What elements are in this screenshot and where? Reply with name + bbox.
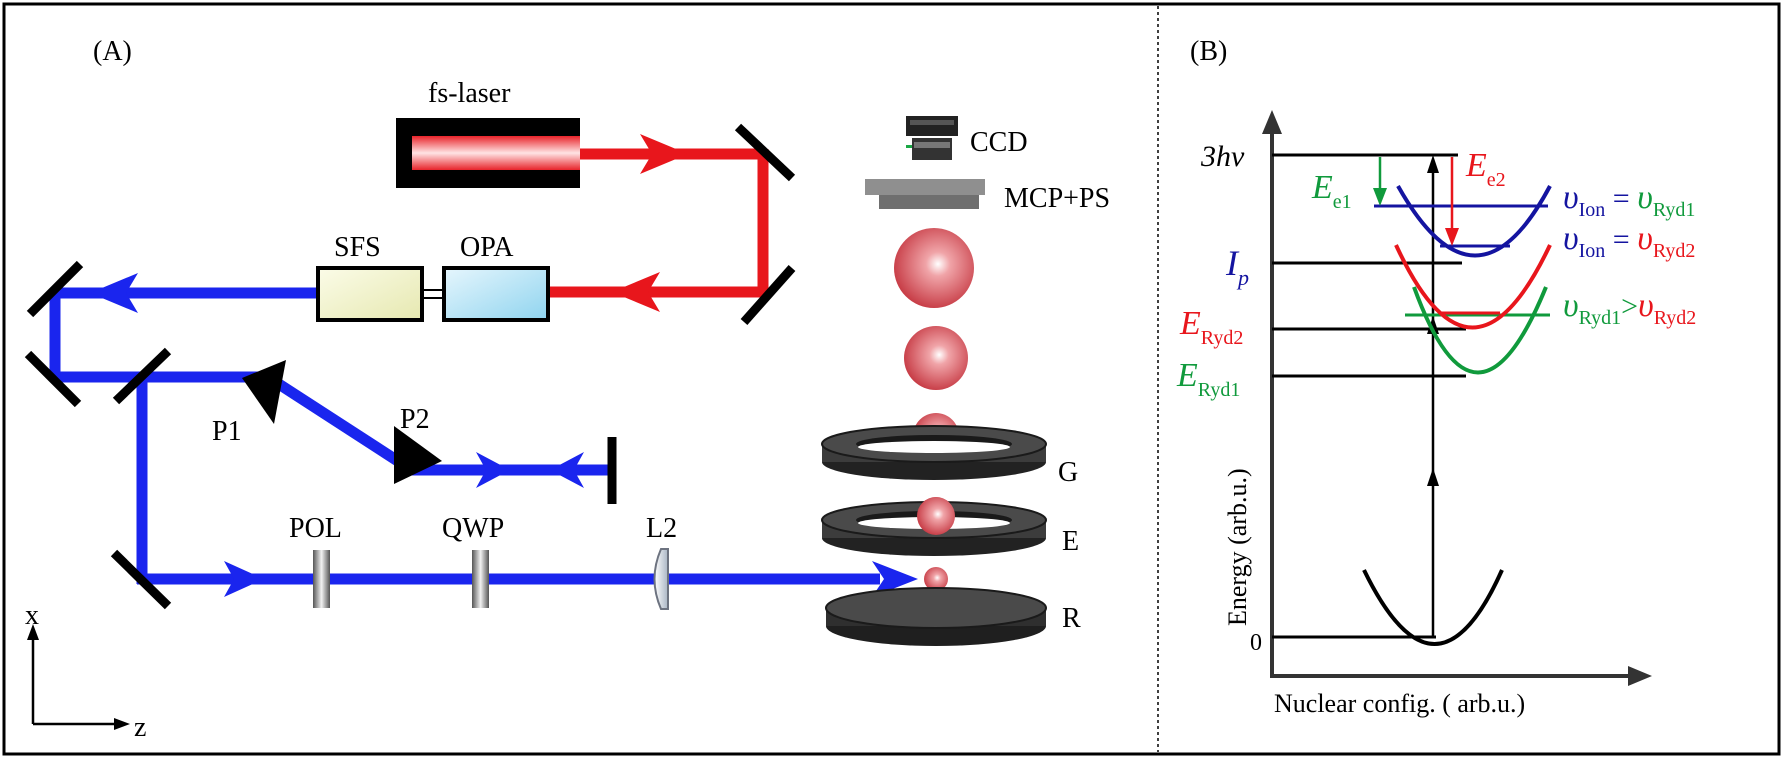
panel-a-label: (A) (93, 36, 132, 67)
blue-beam (49, 273, 918, 597)
eryd2-symbol: E (1179, 305, 1201, 342)
qwp-plate (472, 550, 489, 608)
energy-axis-label: Energy (arb.u.) (1223, 468, 1252, 626)
prism-p2-label: P2 (400, 404, 430, 435)
rel1-sub1: Ion (1579, 199, 1606, 221)
relation-ryd1-ryd2: υRyd1>υRyd2 (1563, 287, 1696, 329)
label-ee2: Ee2 (1465, 147, 1506, 191)
electrode-r: R (825, 587, 1081, 646)
rel1-op: = (1605, 182, 1637, 215)
mcp-label: MCP+PS (1004, 183, 1110, 214)
sfs-label: SFS (334, 232, 381, 263)
ccd-label: CCD (970, 127, 1028, 158)
eryd1-symbol: E (1176, 357, 1198, 394)
electrode-g-label: G (1058, 457, 1078, 488)
ryd1-potential-curve (1412, 286, 1548, 375)
label-ip: Ip (1225, 243, 1249, 290)
rel1-v: υ (1563, 179, 1579, 216)
rel2-sub2: Ryd2 (1653, 240, 1696, 262)
pol-label: POL (289, 513, 342, 544)
eryd1-subscript: Ryd1 (1198, 379, 1241, 401)
ee1-symbol: E (1311, 169, 1333, 206)
mirror-top-left (26, 260, 84, 318)
blue-arrow-left-top (90, 273, 138, 313)
rel3-v: υ (1563, 287, 1579, 324)
sphere-1-redo (917, 497, 955, 535)
coordinate-axes: x z (25, 600, 146, 743)
sfs-box: SFS (316, 232, 424, 322)
ee1-subscript: e1 (1333, 191, 1352, 213)
blue-arrow-p2-right (476, 452, 510, 488)
zero-label: 0 (1250, 630, 1262, 656)
rel3-op: > (1621, 290, 1638, 323)
electrode-g: G (821, 425, 1078, 488)
rel2-sub1: Ion (1579, 240, 1606, 262)
relation-ion-ryd2: υIon = υRyd2 (1563, 220, 1695, 262)
ip-symbol: I (1225, 243, 1240, 283)
relation-ion-ryd1: υIon = υRyd1 (1563, 179, 1695, 221)
pol-plate (313, 550, 330, 608)
electrode-r-label: R (1062, 603, 1081, 634)
label-ee1: Ee1 (1311, 169, 1352, 213)
lens-l2 (653, 548, 669, 610)
eryd2-subscript: Ryd2 (1201, 327, 1244, 349)
red-arrow-right (640, 134, 688, 174)
blue-arrow-p2-back (550, 452, 584, 488)
panel-b: (B) Energy (arb.u.) Nuclear config. ( ar… (1176, 36, 1696, 718)
axis-z-label: z (134, 712, 146, 743)
electrode-e-label: E (1062, 526, 1079, 557)
rel2-op: = (1605, 223, 1637, 256)
axis-x-label: x (25, 600, 39, 631)
qwp-label: QWP (442, 513, 504, 544)
opa-label: OPA (460, 232, 514, 263)
fs-laser: fs-laser (396, 78, 580, 188)
ee2-symbol: E (1465, 147, 1487, 184)
rel1-sub2: Ryd1 (1653, 199, 1696, 221)
mirror-mid-right (740, 265, 796, 325)
blue-arrow-bottom (224, 561, 264, 597)
rel3-v2: υ (1638, 287, 1654, 324)
prism-p2 (394, 426, 442, 484)
beam-splitter (112, 347, 172, 405)
label-eryd1: ERyd1 (1176, 357, 1240, 401)
rel2-v2: υ (1637, 220, 1653, 257)
config-axis-label: Nuclear config. ( arb.u.) (1274, 689, 1525, 718)
opa-box: OPA (442, 232, 550, 322)
label-eryd2: ERyd2 (1179, 305, 1243, 349)
electron-distributions (894, 228, 974, 459)
sphere-5 (924, 567, 948, 591)
l2-label: L2 (646, 513, 677, 544)
ee2-subscript: e2 (1487, 169, 1506, 191)
red-beam (548, 134, 769, 312)
ryd2-potential-curve (1394, 244, 1552, 330)
prism-p1 (242, 360, 286, 424)
panel-a: (A) (24, 36, 1110, 743)
sphere-2 (904, 326, 968, 390)
panel-b-label: (B) (1190, 36, 1227, 67)
rel3-sub2: Ryd2 (1654, 307, 1697, 329)
blue-arrow-to-target (872, 561, 918, 597)
mirror-top-right (734, 123, 796, 182)
rel3-sub1: Ryd1 (1579, 307, 1622, 329)
fs-laser-label: fs-laser (428, 78, 511, 109)
ccd-camera: CCD (906, 116, 1028, 160)
ion-potential-curve (1396, 185, 1552, 258)
mirrors (24, 123, 796, 610)
mirror-left-lower (24, 350, 82, 408)
prism-p1-label: P1 (212, 416, 242, 447)
ip-subscript: p (1236, 265, 1249, 290)
rel2-v: υ (1563, 220, 1579, 257)
rel1-v2: υ (1637, 179, 1653, 216)
sphere-1 (894, 228, 974, 308)
mcp-ps: MCP+PS (865, 179, 1110, 214)
label-3hv: 3hv (1200, 140, 1245, 173)
mirror-bottom-left (110, 549, 172, 610)
red-arrow-left (612, 272, 660, 312)
ground-potential-curve (1362, 569, 1504, 646)
